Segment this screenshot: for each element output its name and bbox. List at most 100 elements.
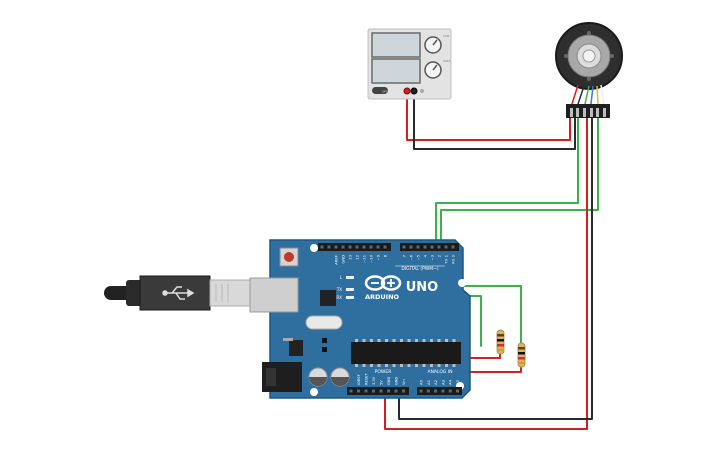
header-pin[interactable] — [349, 389, 353, 393]
motor-connector-pins — [570, 108, 606, 117]
wire-psu-black[interactable] — [413, 92, 576, 150]
motor-screw-right — [610, 54, 614, 58]
resistor-2[interactable] — [517, 342, 526, 368]
pin-label: 8 — [383, 254, 388, 257]
arduino-reset-cap[interactable] — [284, 252, 294, 262]
mounting-hole — [310, 388, 318, 396]
psu-display-bottom — [371, 58, 421, 84]
pin-label: 3.3V — [372, 376, 376, 385]
led-rx — [346, 296, 354, 299]
header-pin[interactable] — [419, 389, 423, 393]
psu-knob-label-current: CUR — [443, 34, 449, 38]
arduino-atmega-chip — [351, 342, 461, 364]
resistor-1[interactable] — [496, 329, 505, 355]
motor-shaft[interactable] — [582, 49, 596, 63]
header-pin[interactable] — [444, 245, 448, 249]
psu-switch-label: OFF — [382, 90, 388, 94]
usb-plug-metal — [209, 279, 251, 307]
pin-label: RX 0 — [451, 254, 456, 263]
header-pin[interactable] — [416, 245, 420, 249]
header-pin[interactable] — [394, 389, 398, 393]
motor-ribbon-wires — [571, 84, 605, 105]
header-pin[interactable] — [441, 389, 445, 393]
pin-label: A4 — [448, 379, 453, 385]
led-label-rx: RX — [336, 295, 342, 300]
header-pin[interactable] — [376, 245, 380, 249]
header-pin[interactable] — [456, 389, 459, 393]
header-pin[interactable] — [320, 245, 324, 249]
wire-motor-black[interactable] — [398, 117, 593, 420]
pin-label: 13 — [348, 254, 353, 259]
header-pin[interactable] — [341, 245, 345, 249]
led-tx — [346, 288, 354, 291]
arduino-usb-chip — [320, 290, 336, 306]
header-pin[interactable] — [402, 389, 405, 393]
header-pin[interactable] — [357, 389, 360, 393]
arduino-crystal — [305, 315, 343, 330]
header-pin[interactable] — [430, 245, 434, 249]
power-supply[interactable]: CUR VOLT OFF — [367, 28, 452, 100]
psu-terminal-negative[interactable] — [410, 87, 418, 95]
header-pin[interactable] — [364, 389, 368, 393]
digital-pwm-label: DIGITAL (PWM~) — [401, 266, 439, 272]
header-pin[interactable] — [423, 245, 427, 249]
psu-power-switch[interactable] — [372, 87, 388, 94]
pin-label: RESET — [365, 373, 369, 385]
header-pin[interactable] — [355, 245, 359, 249]
pin-label: ~5 — [416, 254, 421, 260]
pin-label: A3 — [440, 379, 445, 385]
led-label-l: L — [340, 275, 343, 280]
arduino-usb-jack[interactable] — [249, 277, 299, 313]
header-pin[interactable] — [334, 245, 338, 249]
mounting-hole — [458, 279, 466, 287]
header-pin[interactable] — [402, 245, 406, 249]
encoder-motor[interactable] — [555, 22, 623, 118]
pin-label: A5 — [455, 379, 460, 385]
arduino-leds: L TX RX — [336, 275, 354, 300]
digital-header[interactable] — [318, 243, 459, 251]
header-pin[interactable] — [409, 245, 413, 249]
header-pin[interactable] — [362, 245, 366, 249]
led-label-tx: TX — [336, 287, 342, 292]
header-pin[interactable] — [348, 245, 352, 249]
atmega-pins-top — [355, 339, 456, 342]
pin-label: 5V — [380, 380, 384, 385]
pin-label: GND — [395, 377, 399, 385]
motor-screw-bottom — [587, 77, 591, 81]
pin-label: ~3 — [430, 254, 435, 260]
led-l — [346, 276, 354, 279]
header-pin[interactable] — [448, 389, 452, 393]
pin-label: IOREF — [357, 374, 361, 385]
power-header[interactable] — [347, 387, 409, 395]
psu-terminal-positive[interactable] — [403, 87, 411, 95]
pin-label: A2 — [433, 379, 438, 385]
arduino-regulator — [289, 340, 303, 356]
pin-label: GND — [387, 377, 391, 385]
header-pin[interactable] — [369, 245, 373, 249]
header-pin[interactable] — [451, 245, 455, 249]
analog-header[interactable] — [417, 387, 462, 395]
header-pin[interactable] — [437, 245, 441, 249]
header-pin[interactable] — [426, 389, 430, 393]
header-pin[interactable] — [379, 389, 383, 393]
header-pin[interactable] — [327, 245, 331, 249]
header-pin[interactable] — [434, 389, 438, 393]
usb-cable[interactable] — [104, 275, 251, 311]
wire-motor-red[interactable] — [384, 117, 588, 430]
wire-psu-red[interactable] — [406, 92, 571, 141]
atmega-pins-bottom — [355, 364, 456, 367]
header-pin[interactable] — [372, 389, 375, 393]
header-pin[interactable] — [383, 245, 387, 249]
pin-label: ~10 — [369, 254, 374, 263]
analog-in-label: ANALOG IN — [427, 369, 452, 375]
psu-terminal-ground[interactable] — [420, 89, 424, 93]
header-pin[interactable] — [387, 389, 390, 393]
psu-knob-label-voltage: VOLT — [443, 59, 451, 63]
pin-label: A1 — [426, 379, 431, 385]
pin-label: ~9 — [376, 254, 381, 260]
pin-label: 12 — [355, 254, 360, 259]
